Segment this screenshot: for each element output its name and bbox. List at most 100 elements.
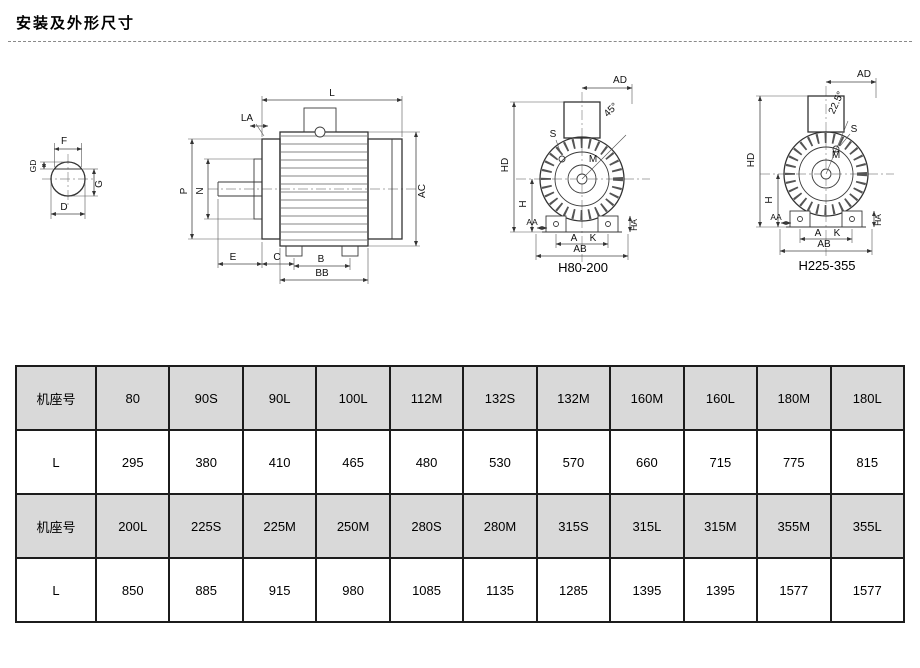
value-cell: 100L [315, 365, 391, 431]
value-cell: 1577 [829, 557, 906, 623]
value-cell: 775 [756, 429, 832, 495]
side-view-diagram: L LA P N AC E C [179, 88, 428, 284]
dim-label-k: K [834, 228, 841, 239]
value-cell: 280S [388, 493, 465, 559]
dim-label-l: L [329, 88, 335, 99]
frame-size-header-row: 机座号 80 90S 90L 100L 112M 132S 132M 160M … [15, 365, 906, 431]
lifting-eyebolt [314, 126, 326, 138]
cooling-fin-ring [785, 133, 867, 215]
dim-label-ad: AD [613, 75, 627, 86]
dim-label-aa: AA [770, 212, 782, 222]
front-view-h80-200-diagram: AD 45° S M HD H AA A K [500, 75, 650, 275]
value-cell: 465 [315, 429, 391, 495]
value-cell: 380 [168, 429, 244, 495]
dim-label-g: G [94, 180, 105, 188]
dim-label-ha: HA [873, 214, 883, 226]
value-cell: 132S [462, 365, 538, 431]
row-label-cell: L [15, 429, 97, 495]
dim-label-hd: HD [746, 153, 757, 167]
dim-label-a: A [815, 228, 822, 239]
dim-label-gd: GD [28, 160, 38, 173]
mounting-hole [832, 145, 840, 153]
terminal-box [807, 95, 845, 133]
value-cell: 160L [682, 365, 759, 431]
fan-cover [367, 138, 403, 240]
dim-label-h: H [518, 200, 529, 207]
value-cell: 90S [168, 365, 244, 431]
value-cell: 1285 [535, 557, 612, 623]
value-cell: 132M [535, 365, 612, 431]
right-foot [597, 215, 619, 233]
dimension-drawings: F GD G D [28, 69, 894, 284]
page-title: 安装及外形尺寸 [16, 15, 136, 32]
value-cell: 355L [829, 493, 906, 559]
dim-label-ac: AC [417, 184, 428, 198]
frame-range-caption: H80-200 [558, 260, 608, 275]
row-label-cell: 机座号 [15, 493, 97, 559]
dim-label-s: S [550, 129, 557, 140]
value-cell: 280M [462, 493, 538, 559]
value-cell: 660 [609, 429, 685, 495]
dim-label-aa: AA [526, 217, 538, 227]
value-cell: 160M [609, 365, 685, 431]
dimensions-table: 机座号 80 90S 90L 100L 112M 132S 132M 160M … [15, 365, 906, 623]
dim-label-bb: BB [315, 268, 329, 279]
value-cell: 112M [388, 365, 465, 431]
dim-label-c: C [273, 252, 280, 263]
value-cell: 315S [535, 493, 612, 559]
front-view-h225-355-diagram: AD 22.5° S M HD H AA A K [746, 69, 894, 273]
dim-label-b: B [318, 254, 325, 265]
value-cell: 295 [94, 429, 171, 495]
dim-label-a: A [571, 233, 578, 244]
value-cell: 225S [168, 493, 244, 559]
frame-range-caption: H225-355 [798, 258, 855, 273]
length-value-row: L 295 380 410 465 480 530 570 660 715 77… [15, 429, 906, 495]
value-cell: 530 [462, 429, 538, 495]
dim-label-ab: AB [573, 244, 587, 255]
value-cell: 480 [388, 429, 465, 495]
dim-label-h: H [764, 196, 775, 203]
dim-label-k: K [590, 233, 597, 244]
value-cell: 315L [609, 493, 685, 559]
value-cell: 1085 [388, 557, 465, 623]
value-cell: 225M [241, 493, 318, 559]
length-value-row: L 850 885 915 980 1085 1135 1285 1395 13… [15, 557, 906, 623]
foot-hole [553, 221, 559, 227]
value-cell: 180L [829, 365, 906, 431]
frame-size-header-row: 机座号 200L 225S 225M 250M 280S 280M 315S 3… [15, 493, 906, 559]
dim-label-e: E [230, 252, 237, 263]
value-cell: 1135 [462, 557, 538, 623]
shaft-section-circle [50, 161, 86, 197]
value-cell: 1395 [609, 557, 685, 623]
dim-label-f: F [61, 136, 67, 147]
value-cell: 250M [315, 493, 391, 559]
value-cell: 1395 [682, 557, 759, 623]
dim-label-la: LA [241, 113, 254, 124]
value-cell: 355M [756, 493, 832, 559]
dim-label-d: D [60, 202, 67, 213]
dim-label-p: P [179, 187, 190, 194]
value-cell: 315M [682, 493, 759, 559]
left-foot [789, 210, 811, 228]
value-cell: 180M [756, 365, 832, 431]
foot-hole [797, 216, 803, 222]
foot-hole [605, 221, 611, 227]
terminal-box [563, 101, 601, 139]
cooling-fins [281, 133, 367, 245]
value-cell: 815 [829, 429, 906, 495]
dim-label-s: S [851, 124, 858, 135]
dim-label-ad: AD [857, 69, 871, 80]
value-cell: 980 [315, 557, 391, 623]
dashed-divider [8, 41, 912, 42]
value-cell: 915 [241, 557, 318, 623]
dim-label-ha: HA [629, 219, 639, 231]
right-foot [841, 210, 863, 228]
value-cell: 410 [241, 429, 318, 495]
shaft-end-view-diagram: F GD G D [28, 136, 105, 219]
value-cell: 885 [168, 557, 244, 623]
cooling-fin-ring [541, 138, 623, 220]
dim-label-n: N [195, 187, 206, 194]
value-cell: 1577 [756, 557, 832, 623]
row-label-cell: L [15, 557, 97, 623]
